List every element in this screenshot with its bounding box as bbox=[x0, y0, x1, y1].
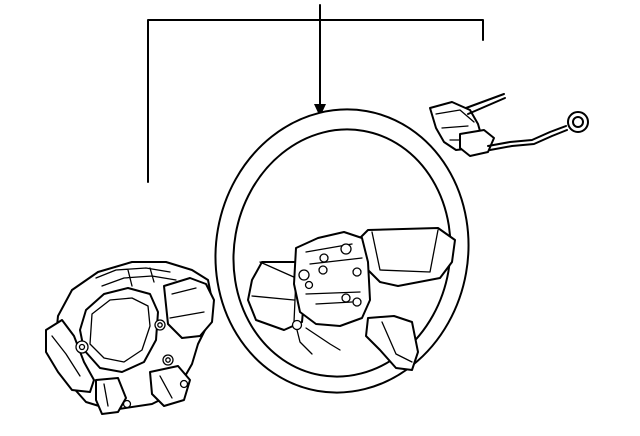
arrowhead-icon bbox=[314, 104, 326, 117]
airbag-left-flap bbox=[45, 319, 95, 393]
connector-lead bbox=[465, 93, 506, 115]
callout-leaders bbox=[147, 4, 484, 183]
wiring-harness-drawing-icon bbox=[429, 93, 589, 157]
wheel-rim-inner bbox=[232, 128, 452, 378]
harness-wire bbox=[487, 125, 567, 147]
wheel-bottom-spoke bbox=[365, 315, 419, 371]
leader-bracket bbox=[147, 19, 484, 183]
connector-plug bbox=[459, 129, 495, 157]
airbag-module-drawing-icon bbox=[45, 261, 215, 415]
airbag-bottom-tab-left bbox=[95, 377, 127, 415]
ring-terminal-icon bbox=[567, 111, 589, 133]
steering-wheel-drawing-icon bbox=[214, 108, 470, 394]
